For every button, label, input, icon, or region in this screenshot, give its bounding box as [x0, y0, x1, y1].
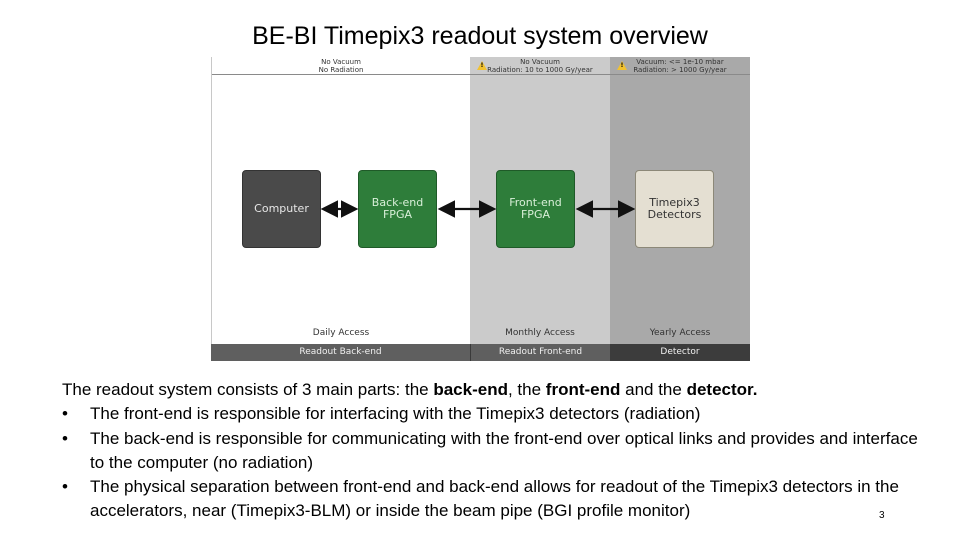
zone-condition-label: No Vacuum No Radiation [212, 57, 470, 75]
link-arrows [320, 200, 636, 218]
computer-box: Computer [242, 170, 321, 248]
access-label-daily: Daily Access [312, 328, 370, 338]
description: The readout system consists of 3 main pa… [62, 378, 922, 524]
slide-title: BE-BI Timepix3 readout system overview [252, 22, 708, 50]
bullet-icon: • [62, 428, 68, 448]
footer-detector: Detector [610, 344, 750, 361]
bullet-item: •The back-end is responsible for communi… [62, 428, 918, 472]
zone-condition-label: ! No Vacuum Radiation: 10 to 1000 Gy/yea… [470, 57, 610, 75]
footer-readout-frontend: Readout Front-end [470, 344, 610, 361]
timepix3-detectors-box: Timepix3 Detectors [635, 170, 714, 248]
footer-readout-backend: Readout Back-end [211, 344, 470, 361]
frontend-fpga-box: Front-end FPGA [496, 170, 575, 248]
access-label-monthly: Monthly Access [505, 328, 575, 338]
backend-fpga-box: Back-end FPGA [358, 170, 437, 248]
slide-number: 3 [879, 510, 885, 521]
zone-condition-label: ! Vacuum: <= 1e-10 mbar Radiation: > 100… [610, 57, 750, 75]
bullet-icon: • [62, 404, 68, 424]
description-intro: The readout system consists of 3 main pa… [62, 380, 758, 399]
readout-diagram: No Vacuum No Radiation Daily Access ! No… [211, 57, 750, 361]
bullet-item: •The physical separation between front-e… [62, 477, 899, 521]
access-label-yearly: Yearly Access [649, 328, 711, 338]
bullet-icon: • [62, 477, 68, 497]
warning-icon: ! [477, 61, 487, 70]
bullet-item: •The front-end is responsible for interf… [62, 402, 922, 426]
warning-icon: ! [617, 61, 627, 70]
